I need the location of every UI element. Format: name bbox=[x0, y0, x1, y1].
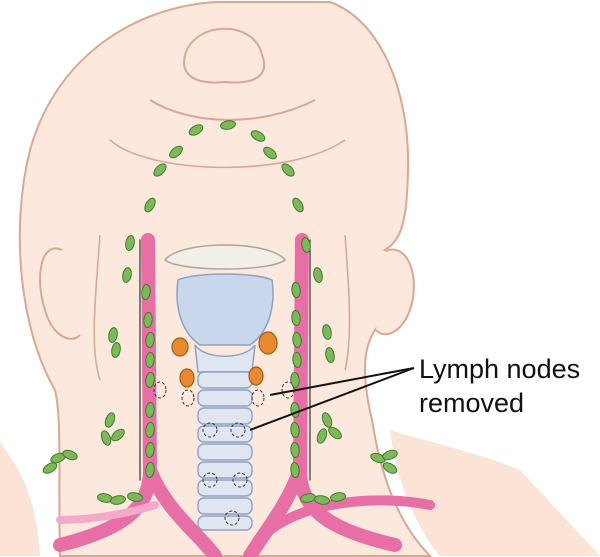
lymph-node bbox=[111, 342, 121, 358]
lymph-node bbox=[145, 372, 155, 388]
thyroid-cartilage bbox=[176, 273, 274, 346]
lymph-node bbox=[145, 402, 155, 418]
lymph-node bbox=[110, 495, 126, 505]
lymph-node bbox=[145, 352, 155, 368]
lymph-node bbox=[145, 332, 155, 348]
lymph-node bbox=[382, 462, 398, 474]
lymph-node bbox=[290, 372, 300, 388]
lymph-node bbox=[291, 310, 301, 326]
lymph-node bbox=[313, 267, 323, 283]
lymph-node bbox=[122, 267, 132, 283]
lymph-node bbox=[62, 449, 78, 461]
lymph-node bbox=[250, 130, 266, 142]
cricoid bbox=[194, 344, 256, 373]
jaw-line bbox=[109, 139, 346, 169]
blood-vessels bbox=[53, 233, 435, 557]
lymph-node bbox=[144, 197, 156, 213]
neck-right-line bbox=[344, 234, 351, 371]
callout-label: Lymph nodes removed bbox=[419, 352, 580, 420]
lymph-node bbox=[316, 428, 328, 444]
callout-line-2: removed bbox=[419, 388, 525, 418]
lymph-node bbox=[290, 422, 300, 438]
lymph-node bbox=[291, 282, 301, 298]
lymph-node bbox=[263, 146, 277, 160]
lymph-node bbox=[330, 492, 346, 502]
lymph-node bbox=[220, 120, 236, 130]
lymph-node bbox=[145, 462, 155, 478]
lymph-node bbox=[370, 452, 386, 464]
lymph-node bbox=[141, 284, 151, 300]
lymph-node bbox=[169, 145, 183, 159]
removed-lymph-nodes bbox=[171, 331, 278, 388]
lymph-nodes bbox=[42, 120, 398, 505]
lymph-node bbox=[322, 324, 332, 340]
lymph-node bbox=[145, 442, 155, 458]
right-ear bbox=[375, 248, 415, 336]
lymph-node bbox=[328, 426, 342, 440]
lymph-node bbox=[153, 163, 167, 177]
removed-node-outlines bbox=[153, 381, 295, 526]
lymph-node bbox=[301, 237, 311, 253]
leader-lines bbox=[249, 367, 415, 431]
callout-line-1: Lymph nodes bbox=[419, 354, 581, 384]
left-ear bbox=[39, 247, 81, 340]
lymph-node bbox=[127, 492, 143, 502]
lymph-node bbox=[292, 332, 302, 348]
lymph-node bbox=[108, 327, 118, 343]
neck-skin bbox=[0, 430, 600, 556]
lymph-node bbox=[125, 235, 135, 251]
lymph-node bbox=[42, 462, 58, 474]
trachea bbox=[197, 371, 253, 531]
neck-left-line bbox=[93, 234, 101, 381]
hyoid-bone bbox=[163, 244, 287, 270]
lymph-node bbox=[292, 352, 302, 368]
nose bbox=[183, 27, 266, 84]
lymph-node bbox=[290, 462, 300, 478]
lymph-node bbox=[325, 347, 335, 363]
lymph-node bbox=[104, 412, 116, 428]
lymph-node bbox=[321, 412, 333, 428]
chin-line bbox=[149, 99, 316, 121]
lymph-node bbox=[292, 197, 304, 213]
lymph-node bbox=[145, 422, 155, 438]
lymph-node bbox=[281, 163, 295, 177]
lymph-node bbox=[290, 442, 300, 458]
lymph-node bbox=[314, 495, 330, 505]
lymph-node bbox=[382, 449, 398, 461]
lymph-node bbox=[111, 428, 125, 442]
lymph-node bbox=[143, 312, 153, 328]
lymph-node bbox=[188, 124, 204, 136]
lymph-node bbox=[100, 430, 112, 446]
